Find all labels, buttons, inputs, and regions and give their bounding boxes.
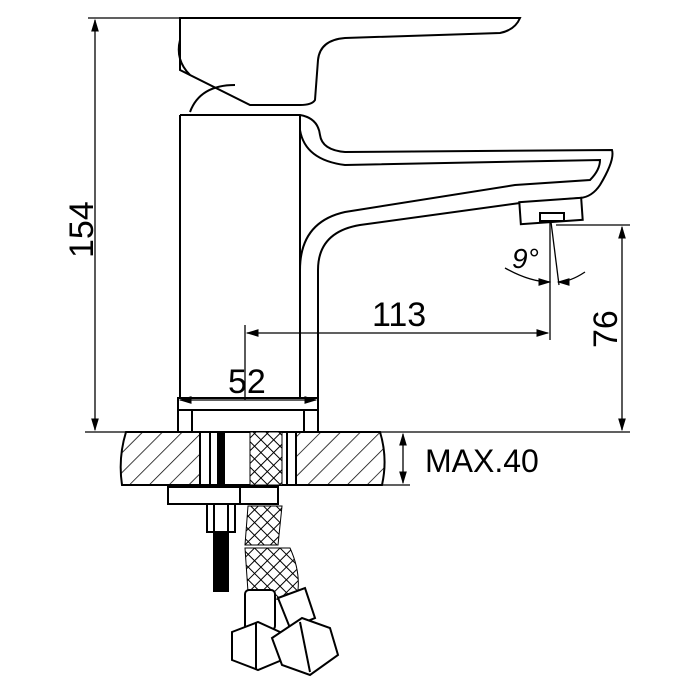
angle-arc-right	[556, 271, 586, 286]
countertop-section	[119, 431, 410, 486]
height-label: 154	[63, 201, 101, 258]
countertop-right	[295, 431, 386, 486]
handle-outline	[179, 17, 522, 106]
spout-height-dimension: 76	[556, 224, 630, 432]
base-width-label: 52	[228, 363, 266, 401]
angle-line	[550, 221, 560, 286]
mounting-nut	[206, 503, 236, 533]
height-dimension: 154	[63, 17, 185, 432]
angle-arc-left	[504, 267, 552, 286]
lever-handle	[177, 17, 522, 113]
spout-angle-dimension: 9°	[504, 221, 586, 340]
bolt	[213, 532, 229, 592]
handle-pivot	[189, 84, 236, 113]
braided-hose	[249, 431, 283, 486]
base-ring	[177, 397, 319, 433]
aerator	[539, 212, 565, 222]
threaded-rod	[217, 432, 225, 485]
countertop-left	[119, 431, 201, 486]
hose-upper	[244, 505, 283, 546]
spout-height-label: 76	[587, 310, 625, 348]
reach-dimension: 113	[244, 296, 550, 400]
mounting-hardware	[167, 486, 340, 677]
hex-nut-right-edge	[299, 621, 311, 673]
spout-outline	[180, 114, 614, 401]
angle-label: 9°	[512, 243, 539, 274]
mounting-plate-right	[239, 486, 279, 505]
max-thickness-label: MAX.40	[425, 443, 539, 479]
reach-label: 113	[372, 296, 426, 334]
counter-thickness-dimension: MAX.40	[399, 432, 539, 485]
hose-fitting-right	[276, 586, 317, 630]
mounting-plate-left	[167, 486, 241, 505]
handle-detail	[177, 39, 191, 76]
base-width-dimension: 52	[178, 363, 318, 404]
